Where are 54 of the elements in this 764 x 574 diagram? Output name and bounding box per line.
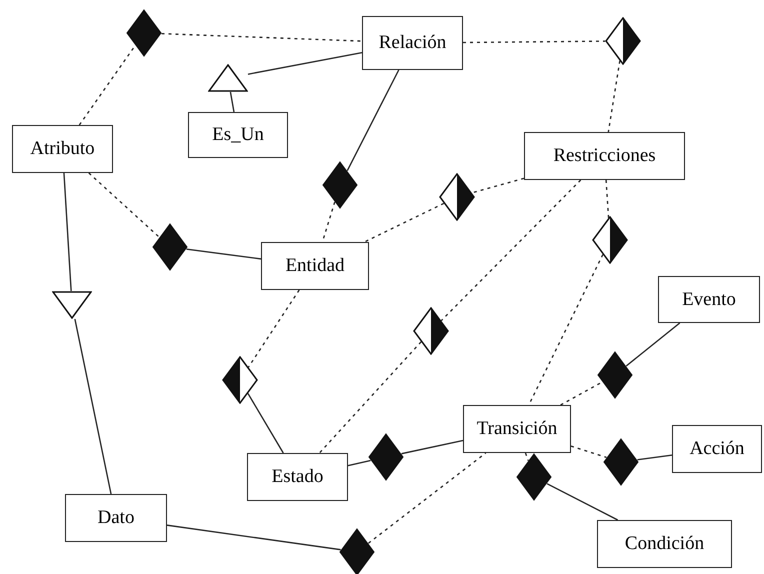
half-filled-diamond — [605, 17, 641, 65]
dashed-connector — [368, 452, 486, 544]
composition-diamond — [516, 453, 552, 501]
dashed-connector — [248, 290, 300, 368]
connector-line — [166, 524, 341, 550]
composition-diamond — [597, 351, 633, 399]
class-box: Condición — [597, 520, 732, 568]
connector-line — [248, 52, 362, 75]
connector-line — [186, 248, 262, 260]
half-filled-diamond — [592, 216, 628, 264]
composition-diamond — [322, 161, 358, 209]
dashed-connector — [570, 446, 607, 458]
dashed-connector — [524, 452, 529, 461]
dashed-connector — [440, 180, 582, 322]
generalization-triangle — [208, 64, 248, 92]
connector-line — [348, 460, 371, 466]
connector-line — [546, 483, 618, 521]
class-box: Entidad — [261, 242, 369, 290]
composition-diamond — [368, 433, 404, 481]
class-box: Dato — [65, 494, 167, 542]
composition-diamond — [152, 223, 188, 271]
class-box: Acción — [672, 425, 762, 473]
dashed-connector — [318, 341, 422, 454]
half-filled-diamond — [439, 173, 475, 221]
class-box: Atributo — [12, 125, 113, 173]
composition-diamond — [126, 9, 162, 57]
connector-line — [637, 454, 672, 460]
dashed-connector — [560, 381, 603, 406]
generalization-triangle — [52, 291, 92, 319]
class-box: Transición — [463, 405, 571, 453]
class-box: Estado — [247, 453, 348, 501]
dashed-connector — [364, 202, 444, 243]
class-box: Es_Un — [188, 112, 288, 158]
connector-line — [247, 393, 284, 454]
connector-line — [346, 70, 400, 172]
connector-line — [230, 92, 235, 112]
connector-line — [63, 172, 72, 292]
class-box: Evento — [658, 276, 760, 323]
connector-line — [401, 440, 464, 454]
dashed-connector — [472, 178, 524, 194]
half-filled-diamond — [413, 307, 449, 355]
composition-diamond — [603, 438, 639, 486]
dashed-connector — [608, 60, 620, 132]
dashed-connector — [78, 45, 136, 126]
connector-line — [626, 322, 680, 366]
dashed-connector — [605, 180, 610, 218]
dashed-connector — [88, 172, 160, 238]
class-box: Relación — [362, 16, 463, 70]
half-filled-diamond — [222, 356, 258, 404]
dashed-connector — [463, 40, 606, 44]
class-box: Restricciones — [524, 132, 685, 180]
dashed-connector — [161, 33, 362, 42]
connector-line — [74, 318, 112, 494]
composition-diamond — [339, 528, 375, 574]
